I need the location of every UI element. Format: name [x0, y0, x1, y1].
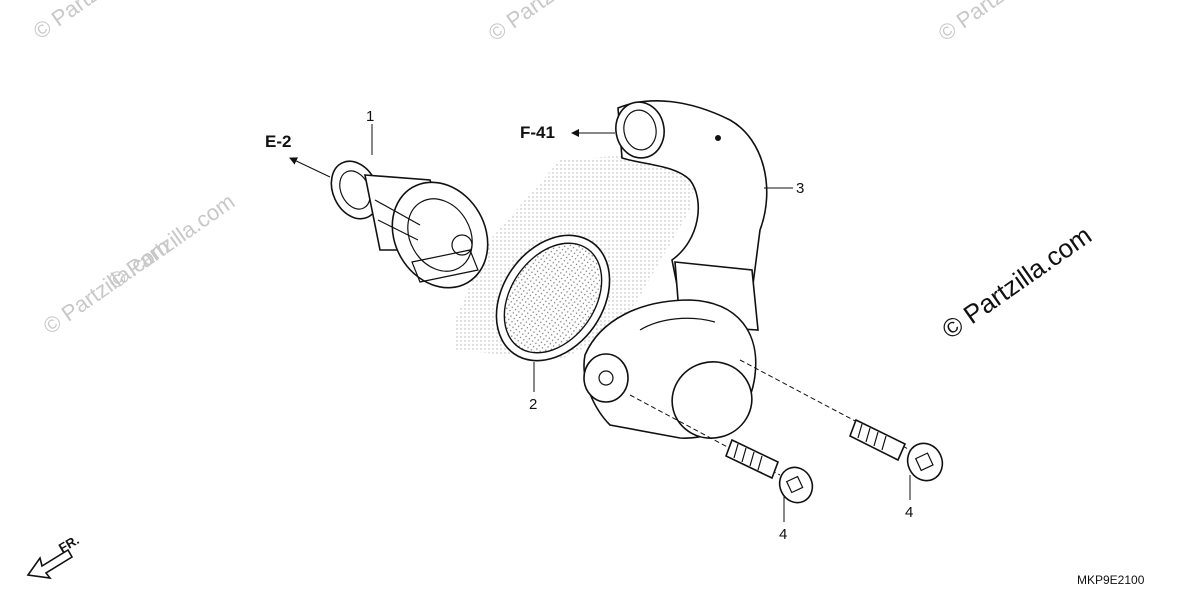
callout-3: 3 — [796, 180, 804, 197]
callout-4-left: 4 — [779, 526, 787, 543]
drawing-code: MKP9E2100 — [1077, 573, 1145, 587]
front-direction-indicator: FR. — [26, 532, 82, 580]
watermark-text: © Partzilla.com — [29, 0, 165, 44]
callout-4-right: 4 — [905, 504, 913, 521]
reference-f41: F-41 — [520, 123, 555, 142]
watermark-text: © Partzilla.com — [934, 0, 1070, 46]
bolt-left-part — [629, 394, 814, 504]
watermark-text: © Partzilla.com — [104, 189, 240, 295]
thermostat-cover-part — [583, 100, 768, 439]
front-direction-label: FR. — [56, 532, 82, 555]
reference-e2: E-2 — [265, 132, 291, 151]
bolt-right-part — [739, 359, 944, 482]
watermark-large: © Partzilla.com — [936, 220, 1097, 345]
watermark-text: © Partzilla.com — [484, 0, 620, 46]
leader-lines — [289, 124, 911, 522]
thermostat-part — [330, 160, 489, 289]
callout-2: 2 — [529, 396, 537, 413]
gasket-part — [495, 234, 611, 362]
callout-1: 1 — [366, 108, 374, 125]
